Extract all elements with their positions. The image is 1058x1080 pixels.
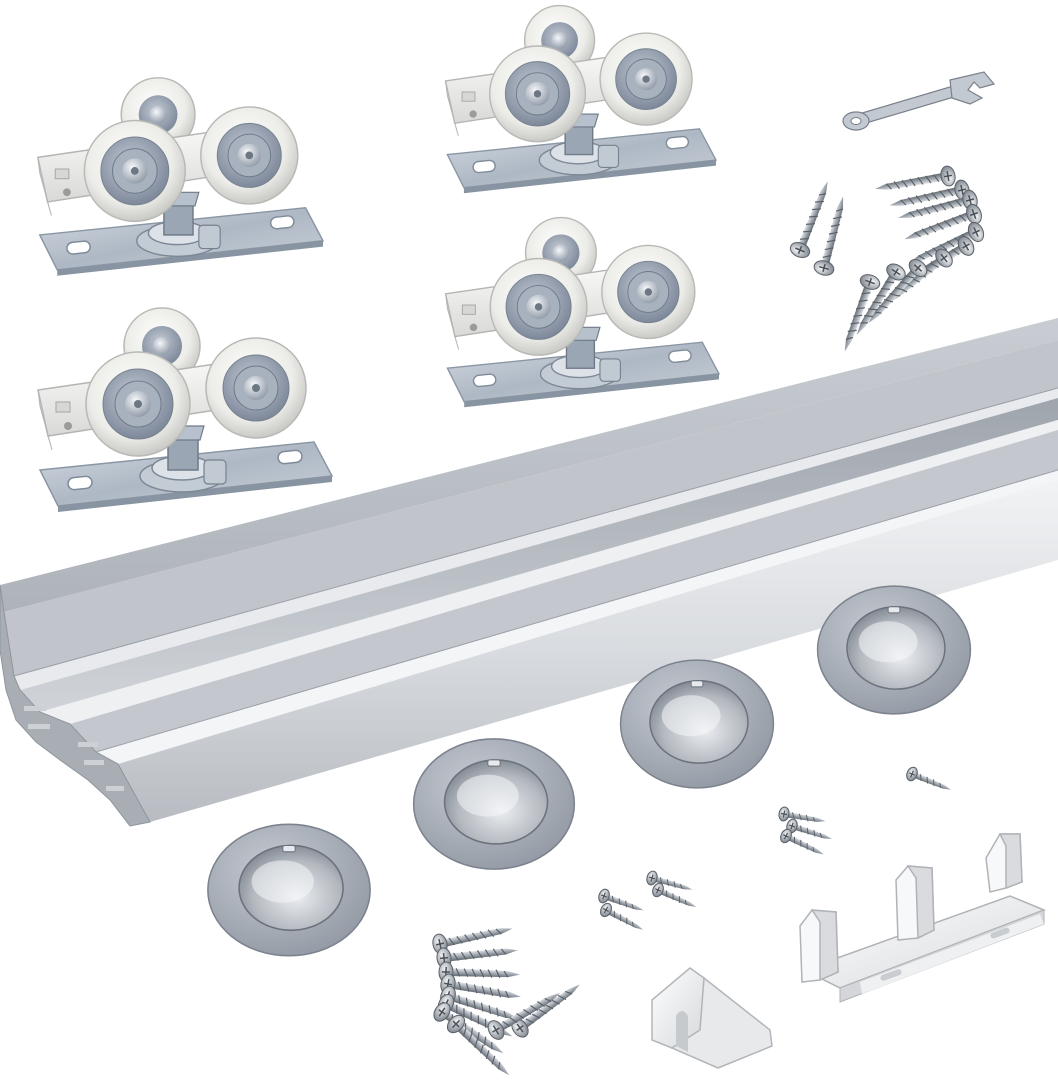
recessed-flush-pull — [207, 823, 371, 957]
adjustment-wrench — [842, 71, 996, 131]
bottom-guide — [799, 833, 1047, 1003]
door-stop — [651, 967, 773, 1069]
recessed-flush-pull — [816, 585, 972, 715]
recessed-flush-pull — [412, 738, 576, 870]
recessed-flush-pull — [619, 659, 775, 789]
guide-rail — [0, 318, 1058, 827]
